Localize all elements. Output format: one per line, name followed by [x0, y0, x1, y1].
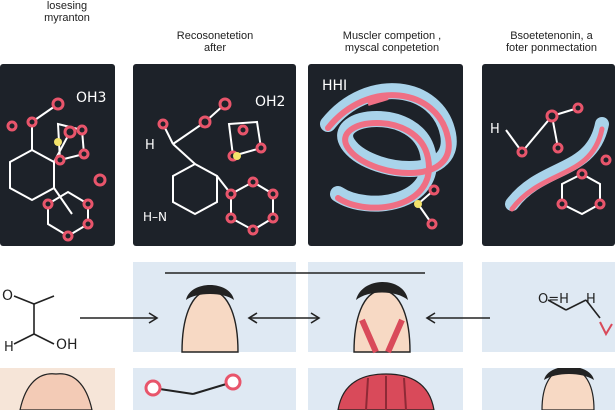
right-oh-label: O=H	[538, 292, 569, 307]
bottom-tile-3	[308, 368, 463, 410]
hhi-label: HHI	[322, 78, 348, 94]
bottom-tile-2	[133, 368, 296, 410]
caption-4-line1: Bsoetetenonin, a	[510, 30, 593, 42]
caption-1-line2: myranton	[44, 12, 90, 24]
molecule-panel-4: H	[482, 64, 615, 246]
oh2-label: OH2	[255, 94, 286, 110]
formula-oh-label: OH	[56, 337, 78, 353]
caption-3-line2: myscal conpetetion	[344, 42, 440, 54]
caption-2: Recosonetetion after	[140, 30, 290, 94]
caption-1-line1: losesing	[46, 0, 88, 12]
molecule-diagram-1	[6, 97, 107, 242]
person-head-1	[181, 285, 239, 353]
protein-ribbon-diagram	[320, 83, 457, 230]
molecule-diagram-2	[157, 97, 279, 236]
oh3-label: OH3	[76, 90, 107, 106]
caption-3: Muscler competion , myscal conpetetion	[312, 30, 472, 94]
molecule-panel-1: OH3	[0, 64, 115, 246]
caption-1: losesing myranton	[12, 0, 122, 64]
formula-h-label: H	[4, 340, 14, 355]
caption-4-line2: foter ponmectation	[505, 42, 598, 54]
body-strip-4	[482, 262, 615, 352]
hn-label: H–N	[143, 210, 167, 224]
molecule-diagram-4	[505, 102, 612, 216]
molecule-panel-2: OH2 H H–N	[133, 64, 296, 246]
bottom-tile-1	[0, 368, 115, 410]
person-head-2	[353, 282, 411, 354]
right-h-label: H	[586, 292, 596, 307]
h-label: H	[145, 138, 155, 153]
h-label-4: H	[490, 122, 500, 137]
caption-3-line1: Muscler competion ,	[342, 30, 442, 42]
caption-4: Bsoetetenonin, a foter ponmectation	[488, 30, 615, 94]
bottom-tile-4	[482, 368, 615, 410]
caption-2-line2: after	[203, 42, 226, 54]
protein-panel-3: HHI	[308, 64, 463, 246]
caption-2-line1: Recosonetetion	[176, 30, 254, 42]
formula-o-label: O	[2, 288, 14, 304]
